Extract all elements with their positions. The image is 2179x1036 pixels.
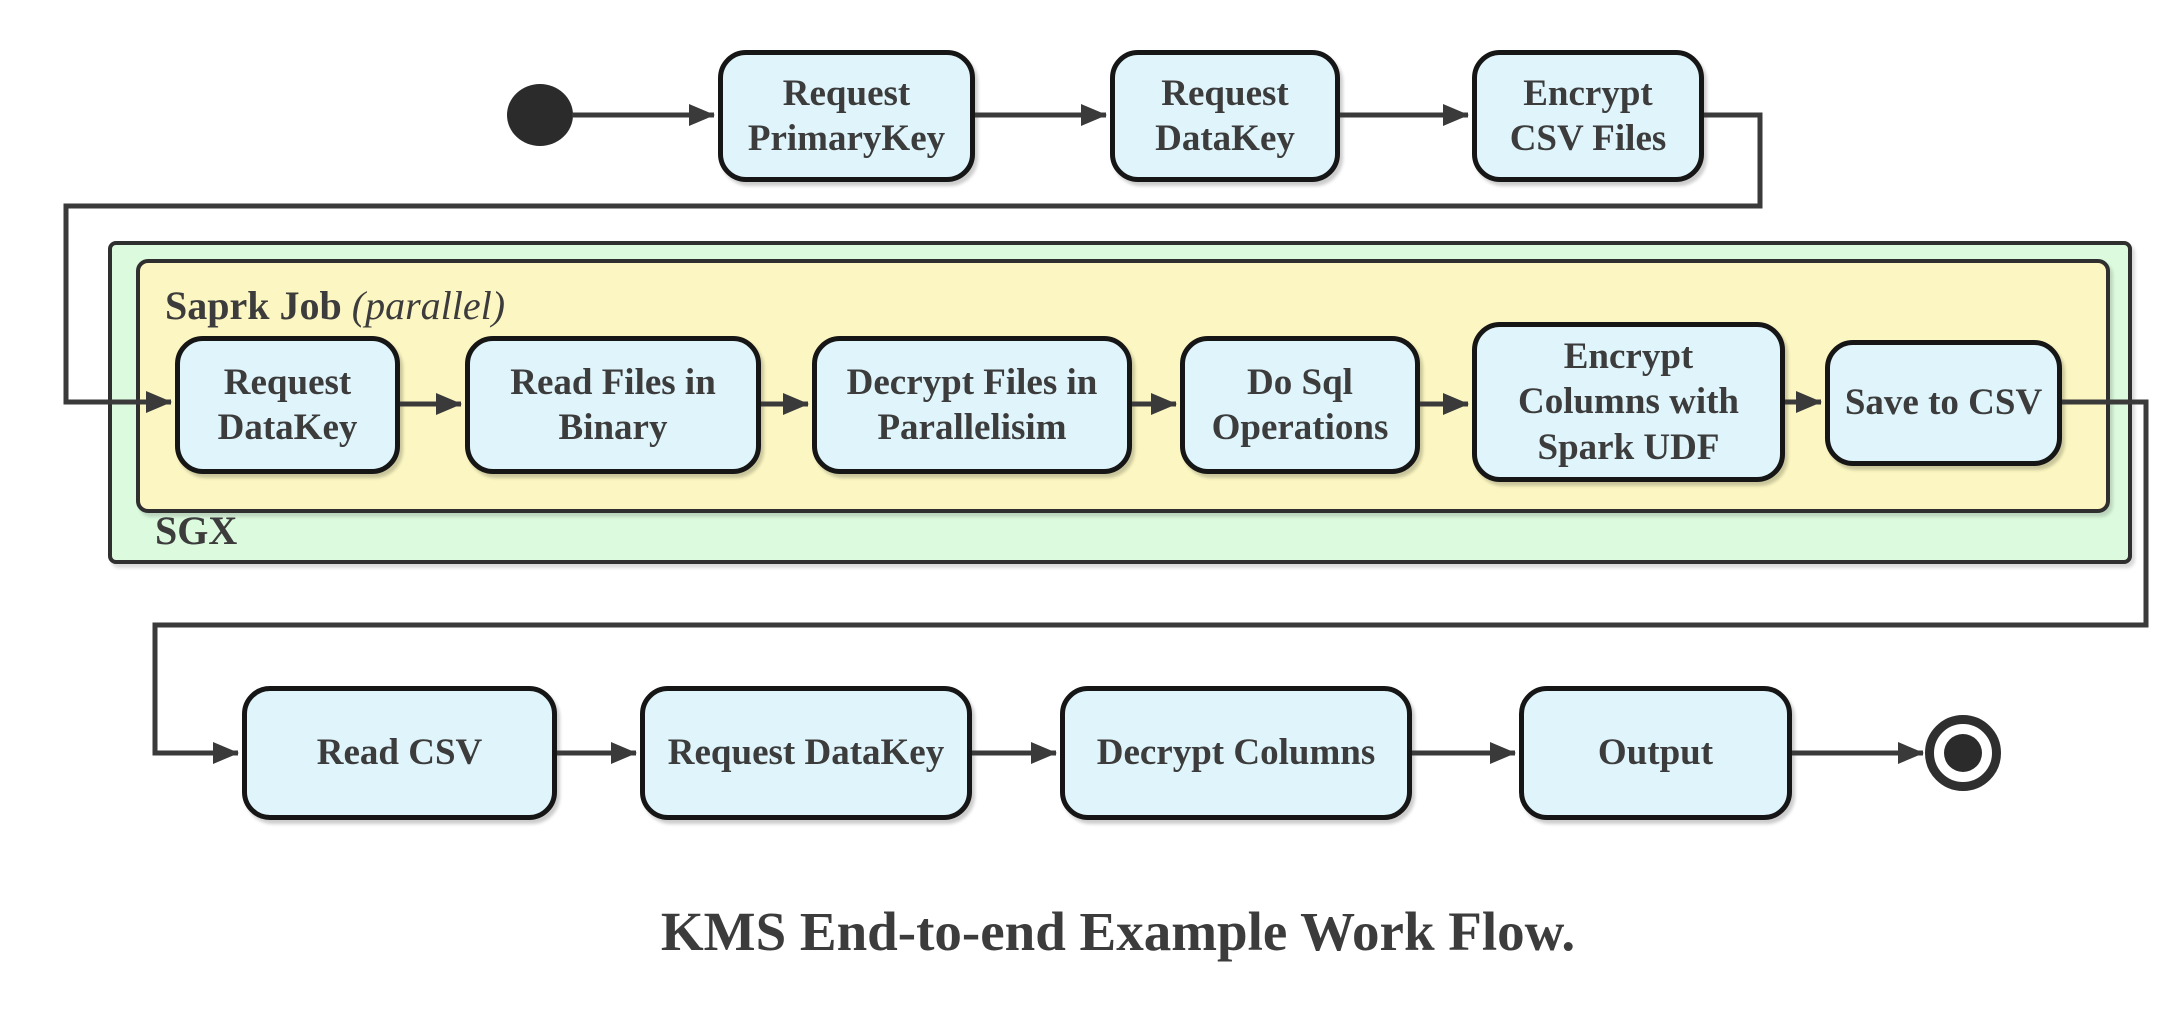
sgx-label: SGX bbox=[155, 508, 238, 553]
node-output: Output bbox=[1519, 686, 1792, 820]
node-do-sql-operations: Do Sql Operations bbox=[1180, 336, 1420, 474]
node-request-datakey-top: Request DataKey bbox=[1110, 50, 1340, 182]
node-read-files-in-binary: Read Files in Binary bbox=[465, 336, 761, 474]
spark-job-label-parallel: (parallel) bbox=[351, 283, 506, 328]
node-decrypt-columns: Decrypt Columns bbox=[1060, 686, 1412, 820]
node-save-to-csv: Save to CSV bbox=[1825, 340, 2062, 466]
node-read-csv: Read CSV bbox=[242, 686, 557, 820]
node-encrypt-csv-files: Encrypt CSV Files bbox=[1472, 50, 1704, 182]
node-request-primarykey: Request PrimaryKey bbox=[718, 50, 975, 182]
node-encrypt-columns-with-spark-udf: Encrypt Columns with Spark UDF bbox=[1472, 322, 1785, 482]
end-node-icon bbox=[1925, 715, 2001, 791]
start-node-icon bbox=[507, 84, 573, 146]
node-request-datakey-bottom: Request DataKey bbox=[640, 686, 972, 820]
node-request-datakey-middle: Request DataKey bbox=[175, 336, 400, 474]
spark-job-label: Saprk Job (parallel) bbox=[165, 286, 505, 326]
spark-job-label-bold: Saprk Job bbox=[165, 283, 342, 328]
diagram-title: KMS End-to-end Example Work Flow. bbox=[660, 901, 1576, 962]
node-decrypt-files-in-parallelisim: Decrypt Files in Parallelisim bbox=[812, 336, 1132, 474]
end-node-dot bbox=[1944, 734, 1982, 772]
